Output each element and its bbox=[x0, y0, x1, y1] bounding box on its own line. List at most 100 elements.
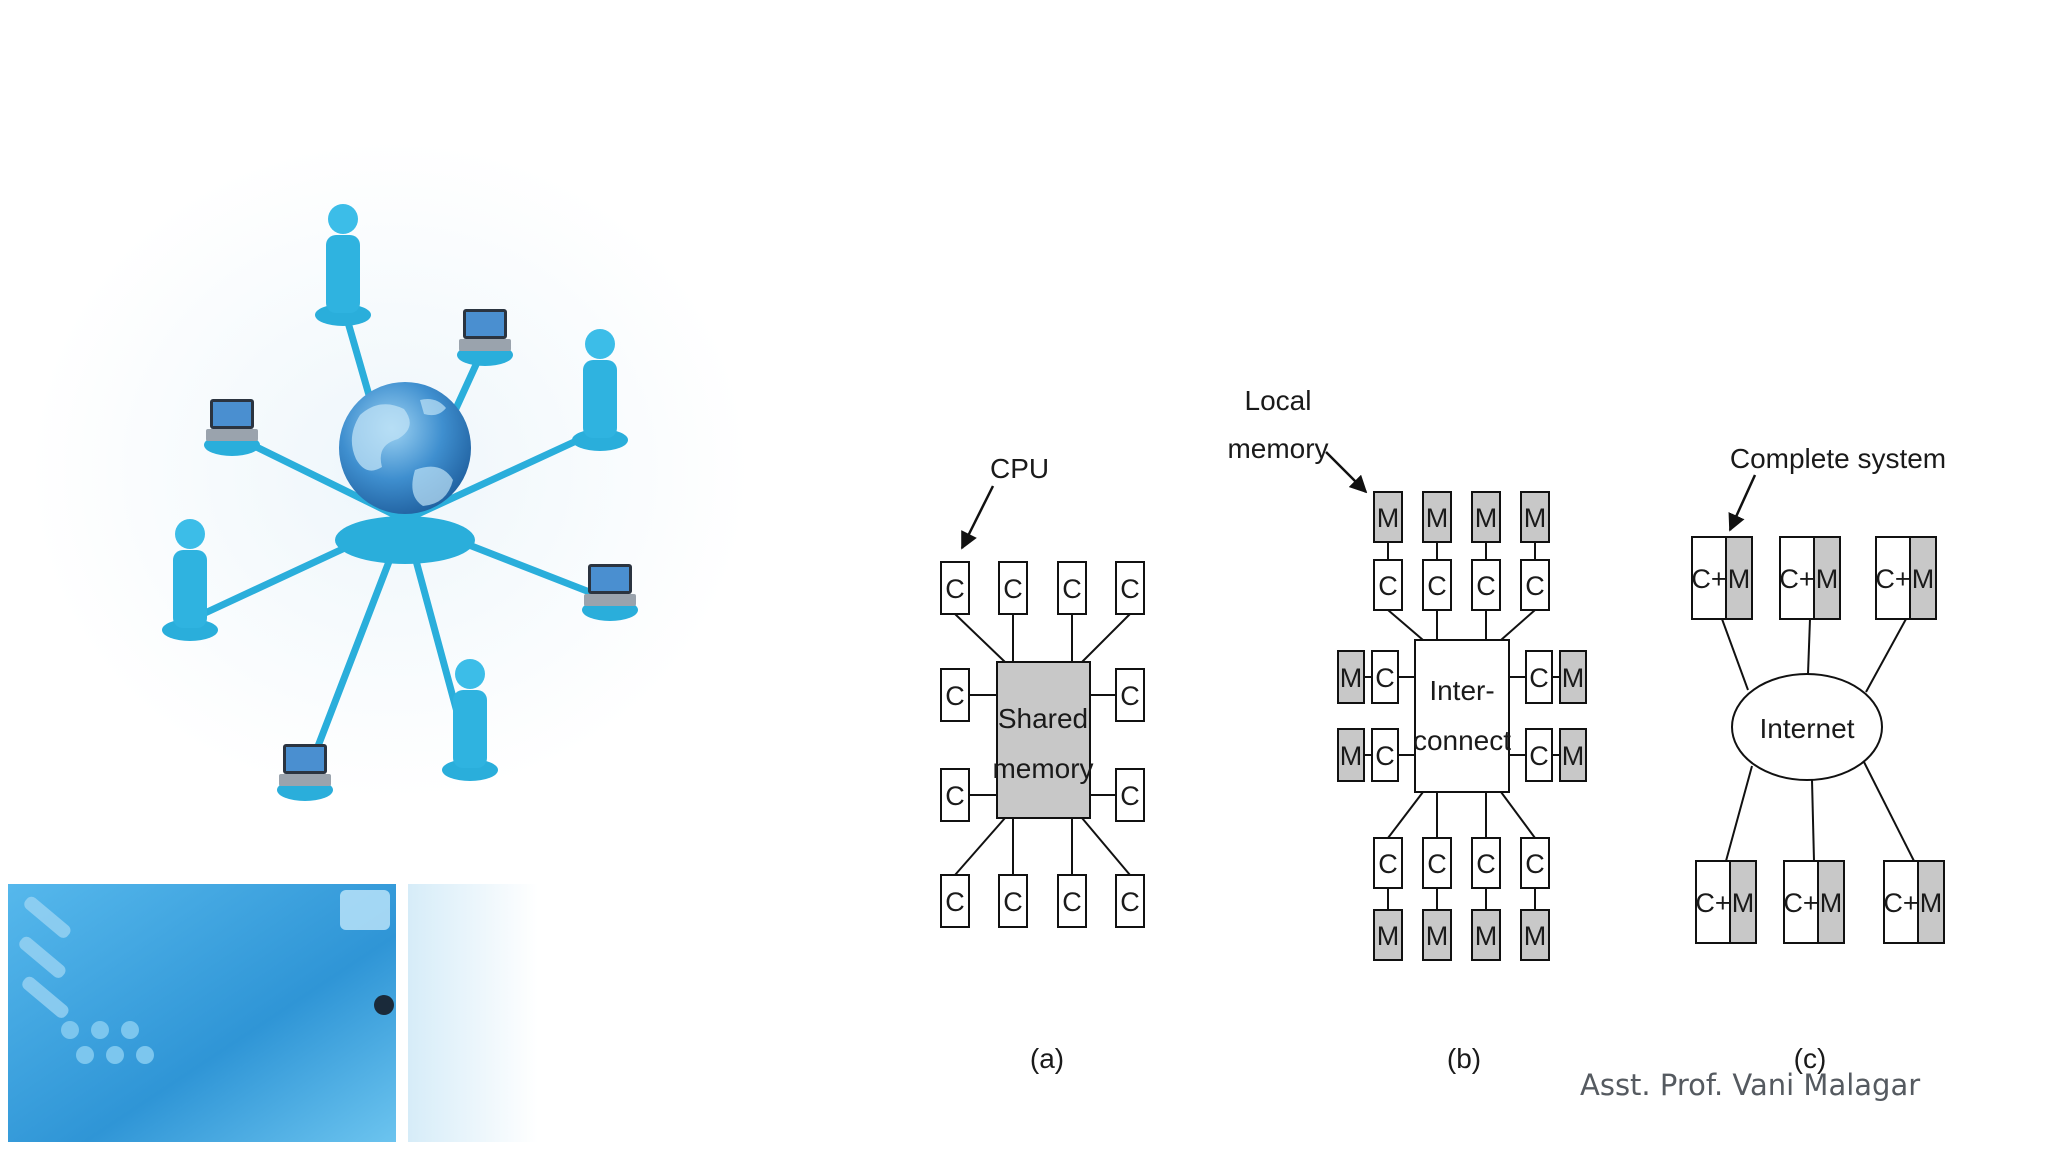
interconnect-line2: connect bbox=[1413, 725, 1511, 756]
cpu-b-bottom-1: C bbox=[1373, 837, 1403, 889]
system-top-3-cpu-label: C+ bbox=[1875, 564, 1910, 594]
cpu-a-bottom-2-label: C bbox=[1003, 887, 1023, 917]
cpu-b-top-3: C bbox=[1471, 559, 1501, 611]
mem-b-top-2: M bbox=[1422, 491, 1452, 543]
diagram-a: Shared memory C C C C C C C C C C C C CPU (a) bbox=[940, 453, 1145, 1074]
mem-b-top-3-label: M bbox=[1475, 503, 1498, 533]
mem-b-top-4: M bbox=[1520, 491, 1550, 543]
system-top-2-cpu-label: C+ bbox=[1779, 564, 1814, 594]
cpu-a-left-1-label: C bbox=[945, 681, 965, 711]
cpu-a-bottom-3-label: C bbox=[1062, 887, 1082, 917]
cpu-b-top-2: C bbox=[1422, 559, 1452, 611]
cpu-b-left-1: C bbox=[1371, 650, 1399, 704]
laptop-icon bbox=[457, 309, 513, 366]
mem-b-bottom-3: M bbox=[1471, 909, 1501, 961]
system-bottom-3-mem-label: M bbox=[1920, 888, 1943, 918]
mem-b-bottom-1: M bbox=[1373, 909, 1403, 961]
cpu-b-bottom-3: C bbox=[1471, 837, 1501, 889]
cpu-a-top-1: C bbox=[940, 561, 970, 615]
cpu-pointer-label: CPU bbox=[990, 453, 1049, 484]
caption-c: (c) bbox=[1794, 1043, 1827, 1074]
cpu-b-right-1: C bbox=[1525, 650, 1553, 704]
cpu-a-top-4-label: C bbox=[1120, 574, 1140, 604]
cpu-b-bottom-1-label: C bbox=[1378, 849, 1398, 879]
system-bottom-2-mem-label: M bbox=[1820, 888, 1843, 918]
cpu-b-bottom-2: C bbox=[1422, 837, 1452, 889]
cpu-b-top-2-label: C bbox=[1427, 571, 1447, 601]
mem-b-left-1: M bbox=[1337, 650, 1365, 704]
laptop-icon bbox=[582, 564, 638, 621]
system-bottom-1: C+M bbox=[1695, 860, 1757, 944]
complete-system-arrow bbox=[1728, 474, 1757, 532]
network-illustration bbox=[30, 140, 750, 801]
mem-b-right-2: M bbox=[1559, 728, 1587, 782]
cpu-b-right-2-label: C bbox=[1529, 741, 1549, 771]
caption-b: (b) bbox=[1447, 1043, 1481, 1074]
cpu-a-top-2-label: C bbox=[1003, 574, 1023, 604]
shared-memory-line1: Shared bbox=[998, 703, 1088, 734]
cpu-a-right-1: C bbox=[1115, 668, 1145, 722]
system-bottom-3-cpu-label: C+ bbox=[1883, 888, 1918, 918]
cpu-a-left-2: C bbox=[940, 768, 970, 822]
mem-b-bottom-1-label: M bbox=[1377, 921, 1400, 951]
laptop-icon bbox=[277, 744, 333, 801]
mem-b-top-4-label: M bbox=[1524, 503, 1547, 533]
network-nodes bbox=[162, 204, 638, 801]
mem-b-bottom-3-label: M bbox=[1475, 921, 1498, 951]
local-memory-arrow bbox=[1325, 451, 1368, 494]
cpu-a-top-2: C bbox=[998, 561, 1028, 615]
internet-ellipse bbox=[1731, 673, 1883, 781]
cpu-a-left-2-label: C bbox=[945, 781, 965, 811]
system-top-3-mem-label: M bbox=[1912, 564, 1935, 594]
cpu-a-bottom-2: C bbox=[998, 874, 1028, 928]
system-top-1-cpu-label: C+ bbox=[1691, 564, 1726, 594]
system-bottom-1-cpu-label: C+ bbox=[1695, 888, 1730, 918]
shared-memory-box bbox=[996, 661, 1091, 819]
cpu-pointer-arrow bbox=[960, 485, 995, 550]
cpu-b-left-1-label: C bbox=[1375, 663, 1395, 693]
system-top-2-mem-label: M bbox=[1816, 564, 1839, 594]
cpu-b-bottom-3-label: C bbox=[1476, 849, 1496, 879]
cpu-b-right-1-label: C bbox=[1529, 663, 1549, 693]
cpu-a-bottom-4-label: C bbox=[1120, 887, 1140, 917]
cpu-a-top-4: C bbox=[1115, 561, 1145, 615]
mem-b-left-2-label: M bbox=[1340, 741, 1363, 771]
internet-label: Internet bbox=[1760, 713, 1855, 744]
cpu-b-top-4-label: C bbox=[1525, 571, 1545, 601]
circuit-board-photo bbox=[8, 884, 538, 1142]
mem-b-top-1-label: M bbox=[1377, 503, 1400, 533]
cpu-b-bottom-2-label: C bbox=[1427, 849, 1447, 879]
mem-b-bottom-4: M bbox=[1520, 909, 1550, 961]
cpu-a-top-3: C bbox=[1057, 561, 1087, 615]
cpu-b-top-1: C bbox=[1373, 559, 1403, 611]
globe-icon bbox=[335, 382, 475, 564]
cpu-a-left-1: C bbox=[940, 668, 970, 722]
caption-a: (a) bbox=[1030, 1043, 1064, 1074]
cpu-b-top-1-label: C bbox=[1378, 571, 1398, 601]
cpu-b-right-2: C bbox=[1525, 728, 1553, 782]
cpu-a-right-2-label: C bbox=[1120, 781, 1140, 811]
cpu-a-bottom-1-label: C bbox=[945, 887, 965, 917]
cpu-b-left-2-label: C bbox=[1375, 741, 1395, 771]
shared-memory-line2: memory bbox=[992, 753, 1093, 784]
cpu-b-bottom-4-label: C bbox=[1525, 849, 1545, 879]
mem-b-bottom-4-label: M bbox=[1524, 921, 1547, 951]
system-top-2: C+M bbox=[1779, 536, 1841, 620]
local-memory-label-line2: memory bbox=[1227, 433, 1328, 464]
mem-b-bottom-2: M bbox=[1422, 909, 1452, 961]
author-credit: Asst. Prof. Vani Malagar bbox=[1580, 1068, 1921, 1102]
mem-b-top-1: M bbox=[1373, 491, 1403, 543]
interconnect-box bbox=[1414, 639, 1510, 793]
mem-b-top-3: M bbox=[1471, 491, 1501, 543]
cpu-a-bottom-4: C bbox=[1115, 874, 1145, 928]
person-icon bbox=[442, 659, 498, 781]
cpu-a-top-3-label: C bbox=[1062, 574, 1082, 604]
laptop-icon bbox=[204, 399, 260, 456]
mem-b-top-2-label: M bbox=[1426, 503, 1449, 533]
cpu-nodes-a: C C C C C C C C C C C C bbox=[940, 561, 1145, 928]
system-top-3: C+M bbox=[1875, 536, 1937, 620]
